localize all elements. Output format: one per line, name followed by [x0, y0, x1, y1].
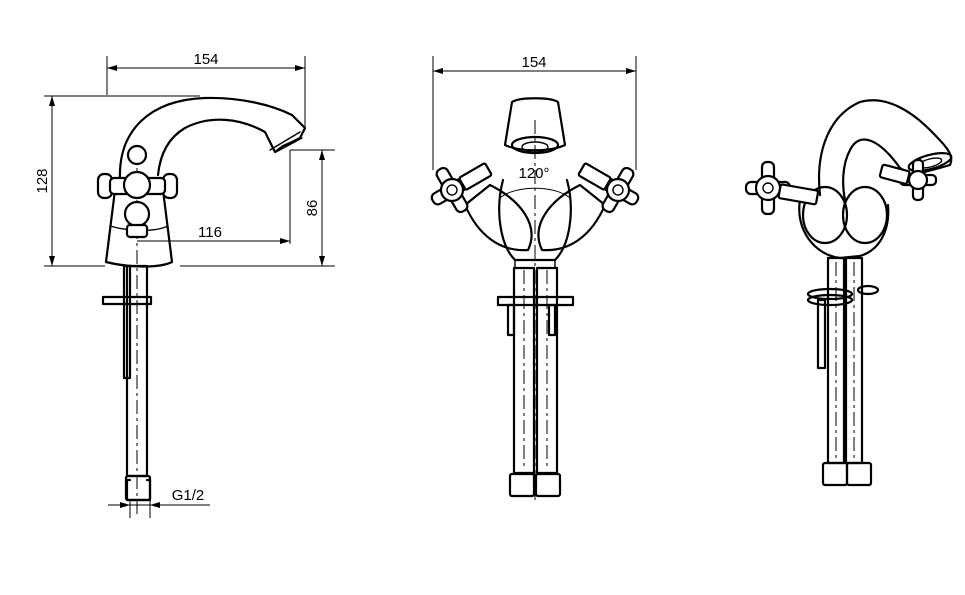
iso-handle-right [878, 158, 938, 202]
front-handle-left [430, 162, 493, 214]
dimension-thread: G1/2 [108, 487, 210, 518]
dim-label-thread: G1/2 [172, 487, 205, 504]
dim-label-128: 128 [34, 168, 51, 193]
dim-label-116: 116 [198, 224, 222, 241]
dimension-width-front: 154 [432, 54, 637, 170]
dimension-spout-height: 86 [180, 149, 335, 267]
dimension-spout-reach: 116 [137, 224, 290, 244]
side-view: 154 128 86 116 [34, 51, 335, 518]
front-view: 154 120° [430, 54, 640, 500]
rotation-angle-label: 120° [518, 165, 549, 182]
dimension-width-side: 154 [106, 51, 306, 130]
side-handle-lower [123, 200, 151, 239]
front-handle-right [577, 162, 640, 214]
dimension-height-total: 128 [34, 95, 200, 267]
dim-label-154-front: 154 [521, 54, 546, 71]
dim-label-154-side: 154 [193, 51, 218, 68]
side-handle-upper [96, 144, 179, 200]
dim-label-86: 86 [304, 200, 321, 217]
isometric-view [744, 99, 953, 487]
iso-handle-left [744, 160, 820, 216]
